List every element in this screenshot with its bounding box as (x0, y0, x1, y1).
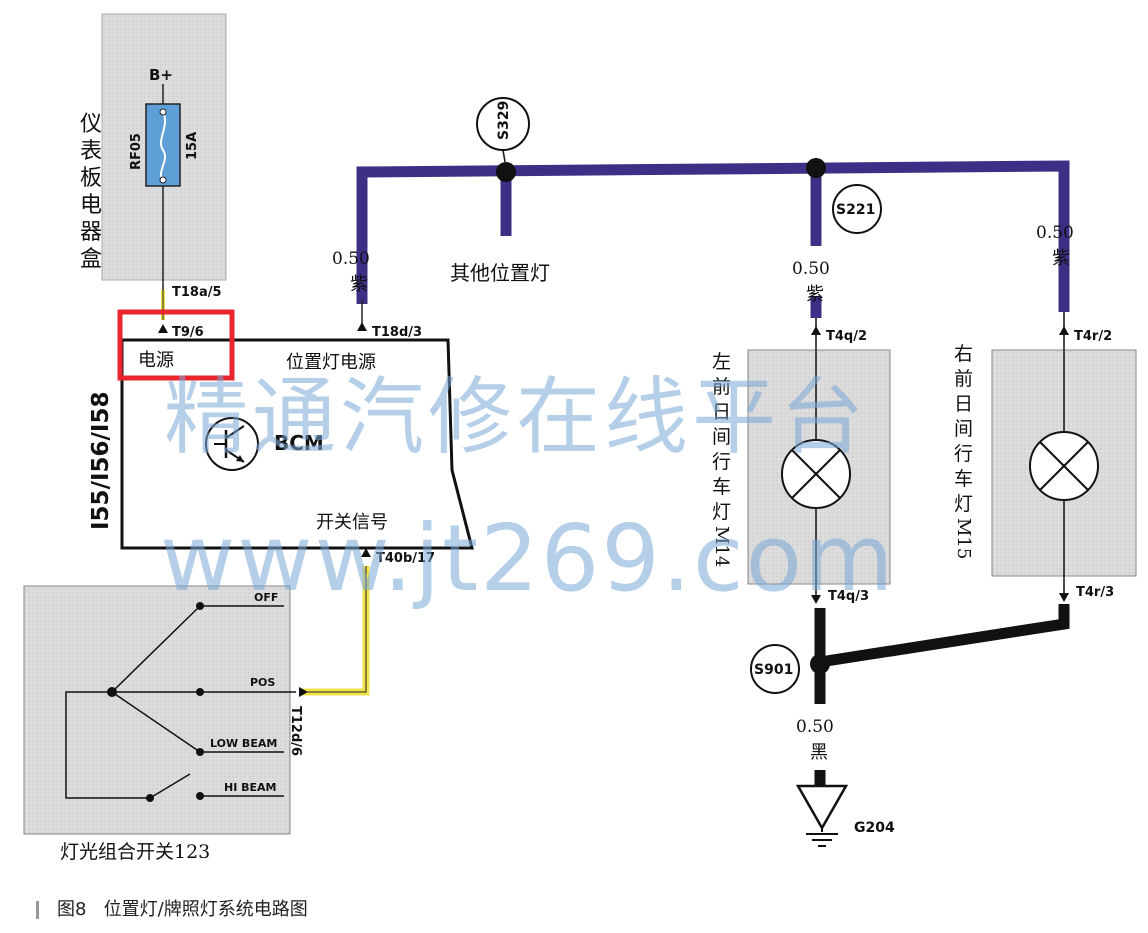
rotary-switch-contacts (65, 605, 296, 799)
svg-text:间: 间 (712, 426, 731, 448)
svg-text:日: 日 (712, 401, 731, 423)
svg-text:行: 行 (712, 451, 731, 473)
svg-text:器: 器 (80, 220, 102, 245)
svg-text:车: 车 (712, 476, 731, 498)
pin-t40b-17: T40b/17 (376, 551, 435, 566)
svg-text:日: 日 (954, 393, 973, 415)
transistor-icon (205, 417, 259, 471)
black-ground-wire (814, 604, 1070, 786)
pos-power-label: 位置灯电源 (286, 352, 376, 373)
lamp-m15-name: 右 前 日 间 行 车 灯 M15 (953, 343, 974, 559)
other-lights-label: 其他位置灯 (450, 261, 550, 285)
svg-text:前: 前 (712, 376, 731, 398)
power-label: 电源 (138, 350, 174, 371)
splice-s901-label: S901 (754, 662, 793, 678)
bplus-label: B+ (149, 66, 173, 84)
fuse-rf05 (145, 103, 181, 187)
switch-pos-hi-beam: HI BEAM (224, 781, 277, 794)
svg-text:M14: M14 (711, 526, 732, 567)
wire-mid-gauge: 0.50 (792, 259, 830, 279)
svg-text:板: 板 (80, 166, 102, 191)
pin-t4q-2: T4q/2 (826, 329, 867, 344)
switch-pos-low-beam: LOW BEAM (210, 737, 277, 750)
splice-s221-label: S221 (836, 202, 875, 218)
lamp-m15-bulb-icon (1029, 431, 1099, 501)
switch-name: 灯光组合开关123 (60, 841, 210, 863)
switch-signal-label: 开关信号 (316, 512, 388, 533)
svg-text:电: 电 (80, 193, 102, 218)
wire-right-gauge: 0.50 (1036, 223, 1074, 243)
svg-text:右: 右 (954, 343, 973, 365)
svg-text:M15: M15 (953, 518, 974, 559)
purple-wire-bus (356, 160, 1070, 318)
wire-left-color: 紫 (350, 274, 368, 295)
pin-t4r-2: T4r/2 (1074, 329, 1112, 344)
caption-title: 位置灯/牌照灯系统电路图 (103, 899, 308, 920)
bcm-module-id: I55/I56/I58 (88, 392, 114, 531)
svg-text:前: 前 (954, 368, 973, 390)
switch-pos-pos: POS (250, 676, 275, 689)
fuse-box-label: 仪 表 板 电 器 盒 (80, 112, 102, 272)
pin-t4q-3: T4q/3 (828, 589, 869, 604)
svg-text:行: 行 (954, 443, 973, 465)
ground-symbol-icon (795, 784, 849, 847)
wire-mid-color: 紫 (806, 284, 824, 305)
lamp-m14-bulb-icon (781, 439, 851, 509)
wire-ground-gauge: 0.50 (796, 717, 834, 737)
svg-text:左: 左 (712, 351, 731, 373)
watermark-line2: www.jt269.com (160, 505, 896, 612)
pin-t4r-3: T4r/3 (1076, 585, 1114, 600)
svg-text:表: 表 (80, 139, 102, 164)
caption-bar (36, 901, 39, 919)
pin-t9-6: T9/6 (172, 325, 204, 340)
figure-caption: 图8 位置灯/牌照灯系统电路图 (36, 895, 308, 921)
pin-t18d-3: T18d/3 (372, 325, 422, 340)
switch-panel (23, 585, 291, 835)
splice-s329-label: S329 (496, 101, 512, 140)
wire-left-gauge: 0.50 (332, 249, 370, 269)
splice-dot-s901 (810, 654, 830, 674)
lamp-m14-name: 左 前 日 间 行 车 灯 M14 (711, 351, 732, 567)
svg-text:灯: 灯 (712, 501, 731, 523)
wire-ground-color: 黑 (810, 742, 828, 763)
svg-text:间: 间 (954, 418, 973, 440)
caption-fig: 图8 (57, 899, 87, 920)
ground-g204-label: G204 (854, 820, 895, 836)
fuse-rating: 15A (185, 132, 200, 160)
bcm-module-outline (120, 338, 474, 550)
wire-right-color: 紫 (1052, 248, 1070, 269)
fuse-name: RF05 (129, 133, 144, 170)
watermark-line1: 精通汽修在线平台 (164, 368, 868, 466)
svg-text:灯: 灯 (954, 493, 973, 515)
connector-t12d6: T12d/6 (288, 706, 303, 756)
splice-dot-s221 (806, 158, 826, 178)
splice-dot-s329 (496, 162, 516, 182)
switch-pos-off: OFF (254, 591, 278, 604)
svg-text:车: 车 (954, 468, 973, 490)
bcm-name: BCM (274, 431, 324, 455)
svg-text:仪: 仪 (80, 112, 102, 137)
power-highlight-box (117, 309, 235, 381)
connector-t18a5: T18a/5 (172, 285, 222, 300)
svg-text:盒: 盒 (80, 247, 102, 272)
